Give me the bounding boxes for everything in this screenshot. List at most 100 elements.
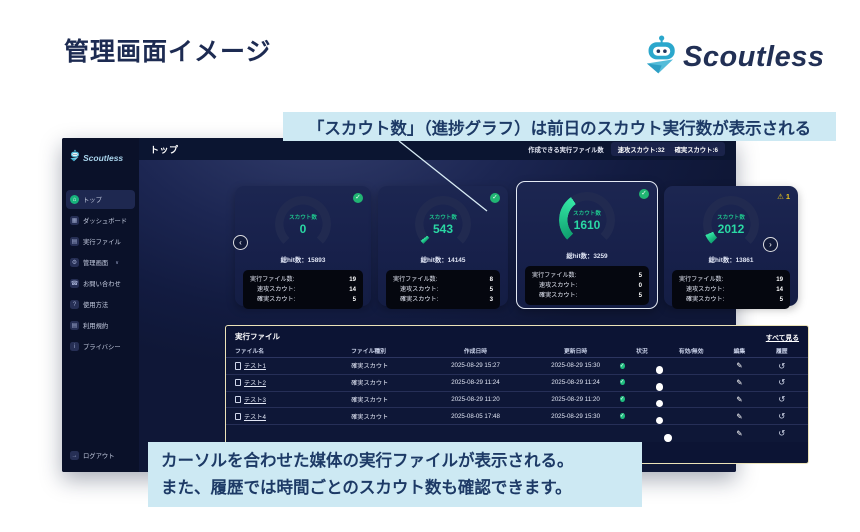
file-icon	[235, 412, 241, 421]
sidebar-logo: Scoutless	[62, 138, 139, 170]
scout-gauge: スカウト数 2012	[703, 196, 759, 252]
stat-value: 0	[638, 281, 642, 289]
scout-gauge: スカウト数 543	[415, 196, 471, 252]
history-button[interactable]: ↺	[778, 428, 786, 439]
scout-count-value: 0	[299, 221, 307, 236]
contact-icon: ☎	[70, 279, 79, 288]
edit-button[interactable]: ✎	[736, 429, 743, 439]
card-stats: 実行ファイル数:8 速攻スカウト:5 確実スカウト:3	[386, 270, 500, 310]
brand-name: Scoutless	[683, 40, 825, 73]
file-name-link[interactable]: テスト2	[244, 380, 267, 388]
sidebar-item-dashboard[interactable]: ▦ ダッシュボード	[66, 211, 135, 230]
updated-at: 2025-08-29 15:30	[551, 412, 601, 420]
file-name-link[interactable]: テスト4	[244, 413, 267, 421]
robot-logo-icon	[69, 149, 80, 167]
file-name-link[interactable]: テスト1	[244, 363, 267, 371]
created-at: 2025-08-29 11:20	[451, 395, 500, 403]
warning-badge: ⚠ 1	[777, 192, 790, 201]
sidebar-item-exec-files[interactable]: ▤ 実行ファイル	[66, 232, 135, 251]
media-card[interactable]: ⚠ 1 スカウト数 2012 総hit数：13861 実行ファイル数:19 速攻…	[664, 186, 798, 310]
sidebar-item-label: ダッシュボード	[83, 218, 128, 225]
file-type: 確実スカウト	[351, 413, 389, 421]
stat-label: 実行ファイル数:	[532, 271, 577, 279]
file-name-link[interactable]: テスト3	[244, 396, 267, 404]
edit-button[interactable]: ✎	[736, 378, 743, 388]
scout-gauge: スカウト数 1610	[559, 192, 615, 248]
sidebar-item-label: お問い合わせ	[83, 281, 121, 288]
scout-count-label: スカウト数	[429, 214, 457, 221]
stat-label: 確実スカウト:	[400, 295, 439, 303]
table-row: テスト2 確実スカウト 2025-08-29 11:24 2025-08-29 …	[226, 374, 808, 392]
sidebar-item-label: 使用方法	[83, 302, 109, 309]
sidebar-logo-text: Scoutless	[83, 153, 124, 163]
sidebar-item-top[interactable]: ⌂ トップ	[66, 190, 135, 209]
sidebar-item-terms[interactable]: ▤ 利用規約	[66, 316, 135, 335]
stat-value: 5	[352, 295, 356, 303]
warning-icon: ⚠	[777, 192, 784, 201]
brand-logo: Scoutless	[642, 34, 825, 80]
view-all-link[interactable]: すべて見る	[765, 334, 799, 342]
warning-count: 1	[785, 192, 790, 201]
card-stats: 実行ファイル数:19 速攻スカウト:14 確実スカウト:5	[672, 270, 790, 310]
history-button[interactable]: ↺	[778, 377, 786, 388]
annotation-line: カーソルを合わせた媒体の実行ファイルが表示される。	[161, 452, 574, 470]
sidebar-item-label: 実行ファイル	[83, 239, 121, 246]
file-type: 確実スカウト	[351, 363, 389, 371]
stat-value: 19	[776, 275, 783, 283]
edit-button[interactable]: ✎	[736, 394, 743, 404]
logout-label: ログアウト	[83, 453, 115, 460]
dashboard-screenshot: Scoutless ⌂ トップ ▦ ダッシュボード ▤ 実行ファイル ⚙ 管理画…	[62, 138, 809, 472]
scout-counts-pill: 速攻スカウト:32 確実スカウト:6	[610, 142, 725, 156]
sidebar-item-label: 利用規約	[83, 323, 109, 330]
card-stats: 実行ファイル数:19 速攻スカウト:14 確実スカウト:5	[243, 270, 363, 310]
sidebar-item-help[interactable]: ? 使用方法	[66, 295, 135, 314]
table-row: テスト4 確実スカウト 2025-08-05 17:48 2025-08-29 …	[226, 408, 808, 426]
robot-logo-icon	[642, 34, 678, 80]
status-check-icon: ✓	[490, 193, 500, 203]
total-hit: 総hit数：14145	[420, 257, 466, 264]
carousel-next-button[interactable]: ›	[763, 237, 778, 252]
table-column-headers: ファイル名 ファイル種別 作成日時 更新日時 状況 有効/無効 編集 履歴	[226, 344, 808, 358]
chevron-right-icon: ›	[769, 240, 772, 249]
media-card-highlighted[interactable]: ✓ スカウト数 1610 総hit数：3259 実行ファイル数:5 速攻スカウト…	[516, 181, 658, 309]
carousel-prev-button[interactable]: ‹	[233, 235, 248, 250]
media-cards-row: ✓ スカウト数 0 総hit数：15893 実行ファイル数:19 速攻スカウト:…	[235, 181, 813, 315]
terms-icon: ▤	[70, 321, 79, 330]
sidebar-item-admin[interactable]: ⚙ 管理画面 ∨	[66, 253, 135, 272]
media-card[interactable]: ✓ スカウト数 543 総hit数：14145 実行ファイル数:8 速攻スカウト…	[378, 186, 508, 310]
media-card[interactable]: ✓ スカウト数 0 総hit数：15893 実行ファイル数:19 速攻スカウト:…	[235, 186, 371, 310]
col-header: 作成日時	[463, 349, 488, 355]
sure-scout-count: 確実スカウト:6	[674, 146, 718, 154]
col-header: 履歴	[775, 349, 788, 355]
updated-at: 2025-08-29 11:24	[551, 379, 600, 387]
sidebar-item-label: 管理画面	[83, 260, 109, 267]
stat-label: 実行ファイル数:	[393, 275, 438, 283]
col-header: 編集	[733, 349, 746, 355]
stat-value: 14	[349, 285, 356, 293]
sidebar-item-privacy[interactable]: i プライバシー	[66, 337, 135, 356]
logout-button[interactable]: → ログアウト	[70, 451, 114, 460]
stat-value: 14	[776, 285, 783, 293]
scout-count-label: スカウト数	[573, 210, 601, 217]
created-at: 2025-08-29 11:24	[451, 379, 500, 387]
history-button[interactable]: ↺	[778, 411, 786, 422]
scout-gauge: スカウト数 0	[275, 196, 331, 252]
history-button[interactable]: ↺	[778, 394, 786, 405]
sidebar-item-contact[interactable]: ☎ お問い合わせ	[66, 274, 135, 293]
main-area: トップ 作成できる実行ファイル数 速攻スカウト:32 確実スカウト:6 ✓ スカ…	[139, 138, 809, 472]
updated-at: 2025-08-29 11:20	[551, 395, 600, 403]
dashboard-icon: ▦	[70, 216, 79, 225]
stat-label: 速攻スカウト:	[400, 285, 439, 293]
edit-button[interactable]: ✎	[736, 411, 743, 421]
total-hit: 総hit数：13861	[708, 257, 754, 264]
logout-icon: →	[70, 451, 79, 460]
table-title: 実行ファイル	[235, 332, 280, 341]
annotation-top: 「スカウト数」（進捗グラフ）は前日のスカウト実行数が表示される	[283, 112, 836, 141]
annotation-line: また、履歴では時間ごとのスカウト数も確認できます。	[161, 478, 572, 497]
col-header: 状況	[636, 349, 648, 355]
scout-count-value: 1610	[573, 217, 601, 232]
history-button[interactable]: ↺	[778, 360, 786, 371]
scout-count-value: 2012	[717, 221, 745, 236]
edit-button[interactable]: ✎	[736, 361, 743, 371]
